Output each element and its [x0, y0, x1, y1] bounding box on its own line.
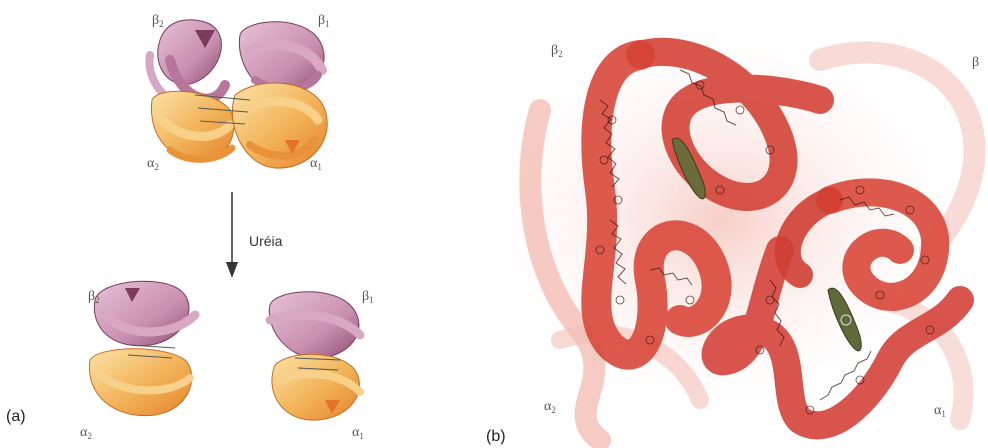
dimer-left-alpha2-label: α2: [80, 426, 92, 443]
tetramer-structure: [149, 20, 327, 168]
tube-beta1-label: β: [972, 56, 979, 73]
label-sub: 1: [359, 431, 364, 441]
alpha2-subunit-ribbon: [151, 91, 233, 160]
label-sub: 2: [87, 431, 92, 441]
panel-a-letter: (a): [6, 408, 26, 426]
label-sub: 2: [95, 295, 100, 305]
label-base: β: [972, 55, 979, 70]
tube-beta2-label: β2: [551, 44, 563, 61]
label-sub: 1: [941, 409, 946, 419]
dimer-right-beta1-label: β1: [362, 290, 374, 307]
tube-alpha1-label: α1: [934, 404, 946, 421]
label-sub: 2: [551, 405, 556, 415]
urea-label: Uréia: [249, 233, 282, 249]
urea-arrow: [226, 192, 238, 278]
dimer-left-beta2-label: β2: [88, 290, 100, 307]
label-sub: 2: [159, 19, 164, 29]
label-sub: 1: [369, 295, 374, 305]
right-dimer-structure: [269, 292, 360, 420]
tetramer-beta2-label: β2: [152, 14, 164, 31]
tube-structure: [460, 10, 980, 440]
label-sub: 2: [558, 49, 563, 59]
left-dimer-structure: [89, 281, 195, 415]
tetramer-alpha2-label: α2: [147, 157, 159, 174]
panel-b-letter: (b): [486, 428, 506, 446]
label-sub: 1: [317, 162, 322, 172]
tetramer-beta1-label: β1: [318, 14, 330, 31]
tube-alpha2-label: α2: [544, 400, 556, 417]
label-sub: 2: [154, 162, 159, 172]
dimer-right-alpha1-label: α1: [352, 426, 364, 443]
label-sub: 1: [325, 19, 330, 29]
tetramer-alpha1-label: α1: [310, 157, 322, 174]
